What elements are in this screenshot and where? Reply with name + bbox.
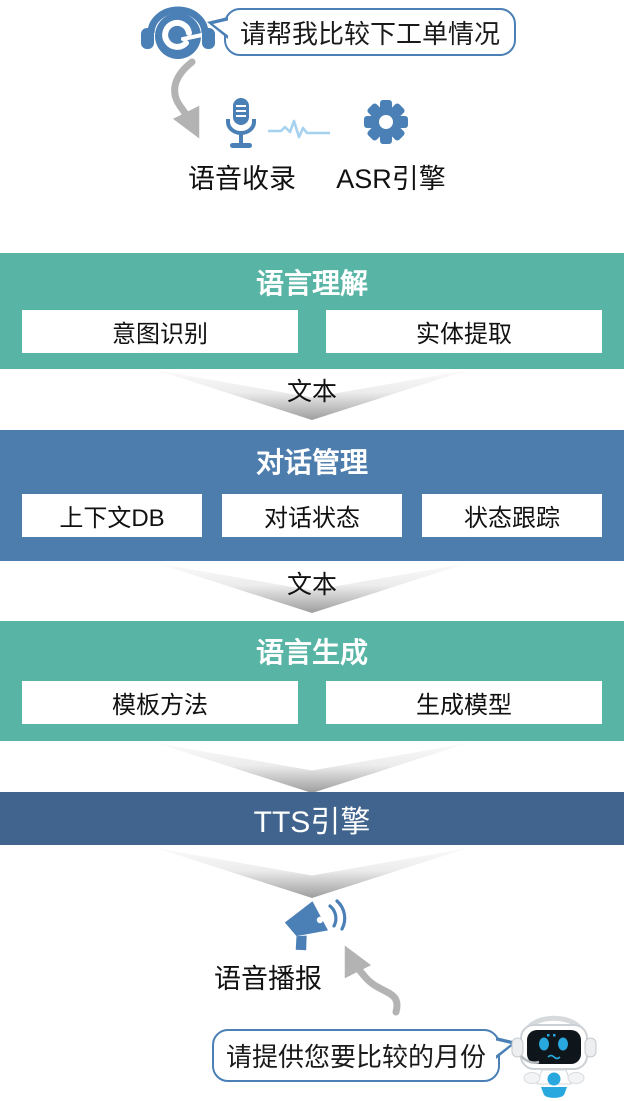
gear-icon bbox=[364, 100, 408, 144]
bot-reply-text: 请提供您要比较的月份 bbox=[225, 1042, 486, 1072]
megaphone-icon bbox=[284, 899, 347, 951]
asr-engine-label: ASR引擎 bbox=[336, 164, 446, 194]
chevron-down-icon bbox=[156, 743, 468, 793]
connector-text-2: 文本 bbox=[156, 563, 468, 613]
connector-plain-1 bbox=[156, 743, 468, 793]
waveform-icon bbox=[268, 119, 330, 139]
nlg-block: 语言生成 模板方法 生成模型 bbox=[0, 621, 624, 741]
nlu-title: 语言理解 bbox=[255, 268, 368, 299]
tts-title: TTS引擎 bbox=[253, 805, 371, 839]
curved-arrow-up-icon bbox=[344, 945, 401, 1016]
connector-label: 文本 bbox=[286, 571, 337, 599]
nlu-item-intent: 意图识别 bbox=[22, 310, 298, 353]
connector-label: 文本 bbox=[286, 378, 337, 406]
dm-title: 对话管理 bbox=[255, 447, 368, 478]
dm-item-state-tracking: 状态跟踪 bbox=[422, 494, 602, 537]
nlu-item-entity: 实体提取 bbox=[326, 310, 602, 353]
nlg-items-row: 模板方法 生成模型 bbox=[22, 681, 602, 724]
microphone-icon bbox=[226, 98, 256, 148]
robot-icon bbox=[511, 1015, 597, 1098]
connector-text-1: 文本 bbox=[156, 370, 468, 420]
headset-agent-icon bbox=[141, 6, 215, 59]
connector-plain-2 bbox=[156, 848, 468, 898]
nlu-items-row: 意图识别 实体提取 bbox=[22, 310, 602, 353]
dm-block: 对话管理 上下文DB 对话状态 状态跟踪 bbox=[0, 430, 624, 561]
voice-broadcast-label: 语音播报 bbox=[214, 964, 322, 994]
bot-speech-bubble: 请提供您要比较的月份 bbox=[212, 1029, 517, 1082]
tts-block: TTS引擎 bbox=[0, 792, 624, 845]
nlg-item-generative: 生成模型 bbox=[326, 681, 602, 724]
dm-item-dialog-state: 对话状态 bbox=[222, 494, 402, 537]
user-speech-bubble: 请帮我比较下工单情况 bbox=[207, 8, 516, 56]
nlg-title: 语言生成 bbox=[255, 637, 368, 668]
nlu-block: 语言理解 意图识别 实体提取 bbox=[0, 253, 624, 369]
chevron-down-icon bbox=[156, 848, 468, 898]
voice-capture-label: 语音收录 bbox=[188, 164, 296, 194]
user-query-text: 请帮我比较下工单情况 bbox=[239, 18, 500, 49]
dm-items-row: 上下文DB 对话状态 状态跟踪 bbox=[22, 494, 602, 537]
dm-item-context-db: 上下文DB bbox=[22, 494, 202, 537]
curved-arrow-down-icon bbox=[171, 58, 200, 139]
nlg-item-template: 模板方法 bbox=[22, 681, 298, 724]
